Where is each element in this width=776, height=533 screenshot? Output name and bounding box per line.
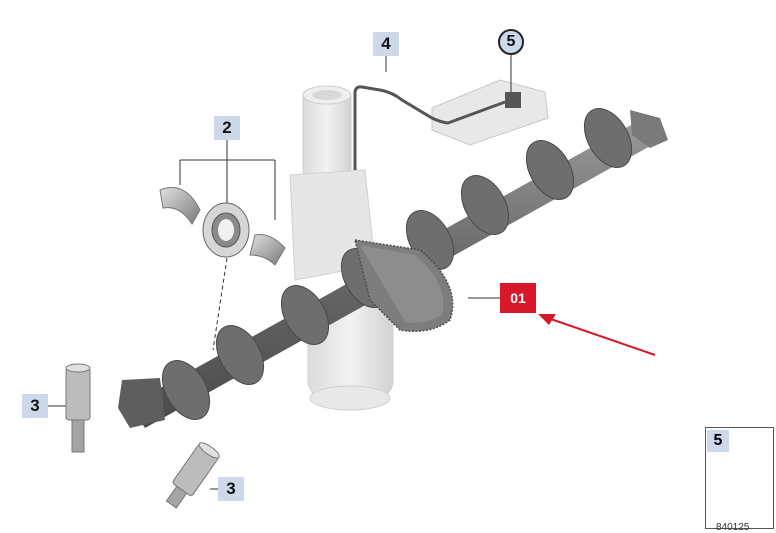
highlight-arrow — [538, 314, 656, 356]
callout-01-highlight: 01 — [500, 283, 536, 313]
pin-lower — [165, 442, 220, 509]
callout-2: 2 — [214, 116, 240, 140]
callout-5: 5 — [498, 29, 524, 55]
segment-gear — [353, 239, 454, 332]
leader-lines — [47, 54, 512, 490]
callout-3-lower: 3 — [218, 477, 244, 501]
legend-number: 5 — [707, 430, 729, 452]
pin-upper — [65, 363, 91, 453]
callout-3-upper: 3 — [22, 394, 48, 418]
needle-bearing — [202, 202, 250, 258]
sensor-bracket — [431, 79, 549, 146]
callout-4: 4 — [373, 32, 399, 56]
bearing-shells — [159, 187, 286, 266]
sensor-line — [353, 85, 506, 170]
diagram-reference-number: 840125 — [716, 522, 750, 533]
